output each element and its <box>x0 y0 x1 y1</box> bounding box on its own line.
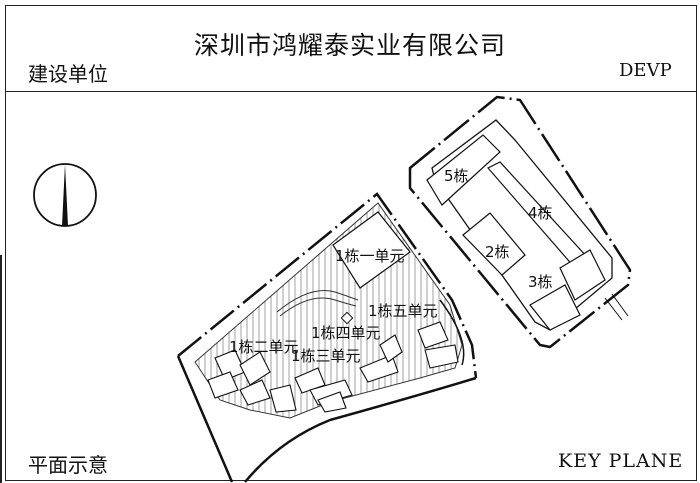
drawing-code: DEVP <box>619 60 672 81</box>
building-4-label: 4栋 <box>528 204 553 222</box>
company-title: 深圳市鸿耀泰实业有限公司 <box>193 31 506 60</box>
building-2-label: 2栋 <box>485 243 510 261</box>
title-divider <box>5 91 697 92</box>
client-label: 建设单位 <box>28 62 108 86</box>
unit-2-label: 1栋二单元 <box>229 338 299 356</box>
drawing-frame <box>5 5 697 481</box>
site-2: 5栋 4栋 2栋 3栋 <box>408 95 632 349</box>
unit-5-label: 1栋五单元 <box>368 302 438 320</box>
unit-4-label: 1栋四单元 <box>311 324 381 342</box>
building-5-label: 5栋 <box>444 167 469 185</box>
plan-label-en: KEY PLANE <box>558 450 684 472</box>
site-1: 1栋一单元 1栋二单元 1栋三单元 1栋四单元 1栋五单元 <box>176 192 478 483</box>
plan-label-cn: 平面示意 <box>28 453 108 477</box>
unit-3-label: 1栋三单元 <box>291 347 361 365</box>
unit-1-label: 1栋一单元 <box>335 247 405 265</box>
north-arrow-icon <box>33 163 97 227</box>
building-3-label: 3栋 <box>528 273 553 291</box>
sheet-edge <box>0 255 2 483</box>
